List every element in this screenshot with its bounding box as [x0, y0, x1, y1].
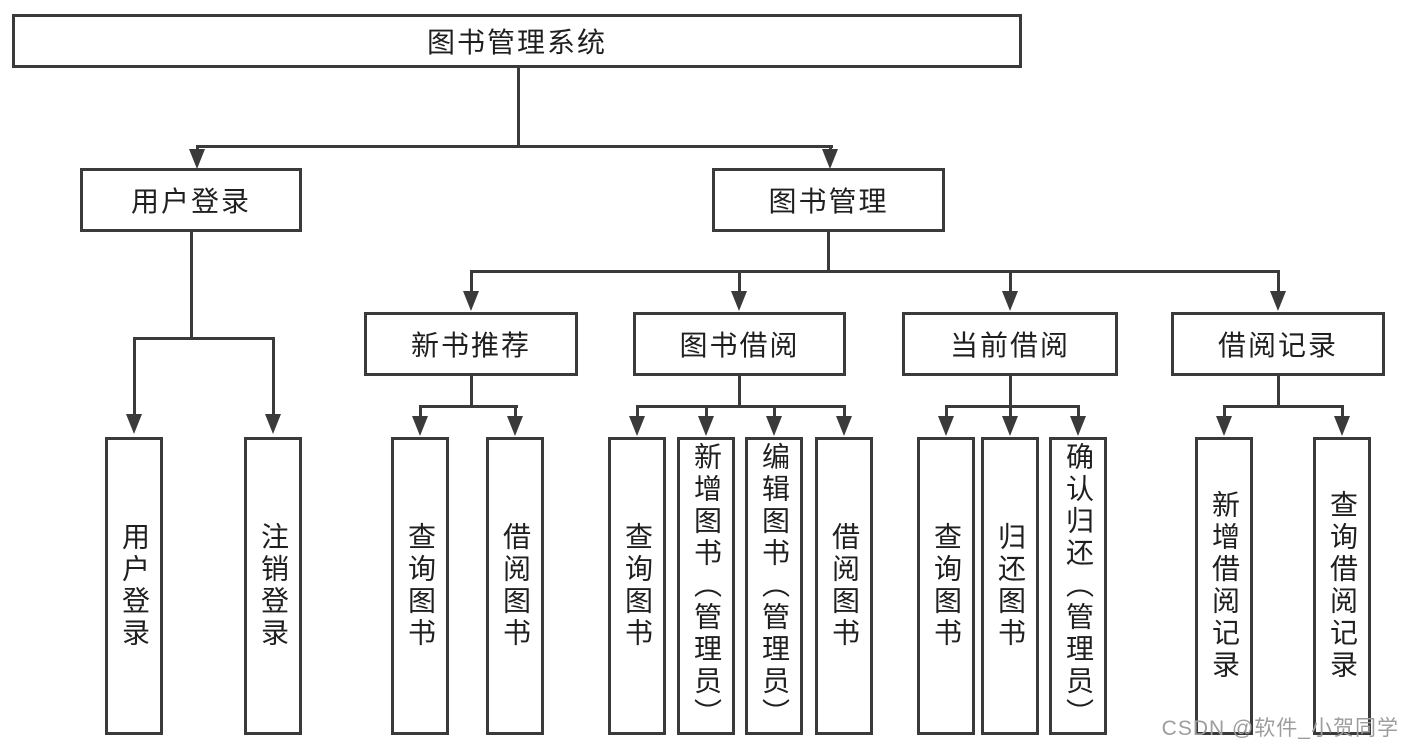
arrow-down-icon	[1070, 416, 1086, 436]
connector-line	[272, 337, 275, 415]
node-borrow-records-label: 借阅记录	[1217, 330, 1338, 361]
leaf-borrow-edit: 编辑图书（管理员）	[745, 437, 803, 735]
connector-line	[738, 270, 741, 292]
connector-line	[133, 337, 136, 415]
leaf-borrow-edit-label: 编辑图书（管理员）	[759, 442, 790, 730]
arrow-down-icon	[1002, 416, 1018, 436]
watermark: CSDN @软件_小贺同学	[1161, 717, 1399, 740]
connector-line	[1277, 270, 1280, 292]
leaf-borrow-query: 查询图书	[608, 437, 666, 735]
leaf-record-add: 新增借阅记录	[1195, 437, 1253, 735]
node-book-borrow: 图书借阅	[633, 312, 846, 376]
leaf-borrow-borrow: 借阅图书	[815, 437, 873, 735]
leaf-record-add-label: 新增借阅记录	[1209, 490, 1240, 682]
connector-line	[1277, 376, 1280, 408]
node-user-login-group-label: 用户登录	[130, 186, 251, 217]
leaf-newbook-query-label: 查询图书	[405, 522, 436, 650]
arrow-down-icon	[189, 149, 205, 169]
arrow-down-icon	[629, 416, 645, 436]
connector-line	[738, 376, 741, 408]
connector-line	[1077, 405, 1080, 418]
connector-line	[945, 405, 948, 418]
node-borrow-records: 借阅记录	[1171, 312, 1385, 376]
node-user-login-group: 用户登录	[80, 168, 302, 232]
connector-line	[419, 405, 422, 418]
arrow-down-icon	[698, 416, 714, 436]
arrow-down-icon	[822, 149, 838, 169]
leaf-current-confirm-label: 确认归还（管理员）	[1063, 442, 1094, 730]
node-current-borrow-label: 当前借阅	[949, 330, 1070, 361]
leaf-borrow-add: 新增图书（管理员）	[677, 437, 735, 735]
node-root-label: 图书管理系统	[426, 27, 607, 58]
connector-line	[1223, 405, 1226, 418]
connector-line	[1009, 405, 1012, 418]
arrow-down-icon	[507, 416, 523, 436]
connector-line	[843, 405, 846, 418]
connector-line	[1009, 376, 1012, 408]
arrow-down-icon	[766, 416, 782, 436]
connector-line	[133, 337, 275, 340]
leaf-borrow-query-label: 查询图书	[622, 522, 653, 650]
leaf-current-return: 归还图书	[981, 437, 1039, 735]
arrow-down-icon	[1270, 291, 1286, 311]
node-book-mgmt-group-label: 图书管理	[768, 186, 889, 217]
connector-line	[470, 270, 1280, 273]
arrow-down-icon	[463, 291, 479, 311]
leaf-current-confirm: 确认归还（管理员）	[1049, 437, 1107, 735]
node-root: 图书管理系统	[12, 14, 1022, 68]
leaf-borrow-add-label: 新增图书（管理员）	[691, 442, 722, 730]
leaf-newbook-query: 查询图书	[391, 437, 449, 735]
leaf-current-query-label: 查询图书	[931, 522, 962, 650]
leaf-user-login: 用户登录	[105, 437, 163, 735]
arrow-down-icon	[731, 291, 747, 311]
arrow-down-icon	[836, 416, 852, 436]
connector-line	[196, 145, 833, 148]
connector-line	[196, 145, 199, 151]
leaf-borrow-borrow-label: 借阅图书	[829, 522, 860, 650]
connector-line	[470, 270, 473, 292]
leaf-logout: 注销登录	[244, 437, 302, 735]
node-book-borrow-label: 图书借阅	[679, 330, 800, 361]
node-new-book-rec: 新书推荐	[364, 312, 578, 376]
leaf-logout-label: 注销登录	[258, 522, 289, 650]
leaf-current-return-label: 归还图书	[995, 522, 1026, 650]
arrow-down-icon	[1002, 291, 1018, 311]
leaf-newbook-borrow: 借阅图书	[486, 437, 544, 735]
connector-line	[636, 405, 846, 408]
connector-line	[827, 232, 830, 273]
arrow-down-icon	[126, 414, 142, 434]
connector-line	[636, 405, 639, 418]
connector-line	[705, 405, 708, 418]
connector-line	[190, 232, 193, 340]
connector-line	[419, 405, 518, 408]
arrow-down-icon	[265, 414, 281, 434]
connector-line	[1223, 405, 1344, 408]
connector-line	[514, 405, 517, 418]
leaf-user-login-label: 用户登录	[119, 522, 150, 650]
connector-line	[945, 405, 1080, 408]
leaf-record-query: 查询借阅记录	[1313, 437, 1371, 735]
node-new-book-rec-label: 新书推荐	[410, 330, 531, 361]
leaf-newbook-borrow-label: 借阅图书	[500, 522, 531, 650]
arrow-down-icon	[938, 416, 954, 436]
leaf-record-query-label: 查询借阅记录	[1327, 490, 1358, 682]
connector-line	[829, 145, 832, 151]
connector-line	[470, 376, 473, 408]
connector-line	[517, 68, 520, 148]
arrow-down-icon	[1216, 416, 1232, 436]
connector-line	[1341, 405, 1344, 418]
node-book-mgmt-group: 图书管理	[712, 168, 945, 232]
arrow-down-icon	[1334, 416, 1350, 436]
arrow-down-icon	[412, 416, 428, 436]
connector-line	[1009, 270, 1012, 292]
leaf-current-query: 查询图书	[917, 437, 975, 735]
node-current-borrow: 当前借阅	[902, 312, 1118, 376]
connector-line	[773, 405, 776, 418]
